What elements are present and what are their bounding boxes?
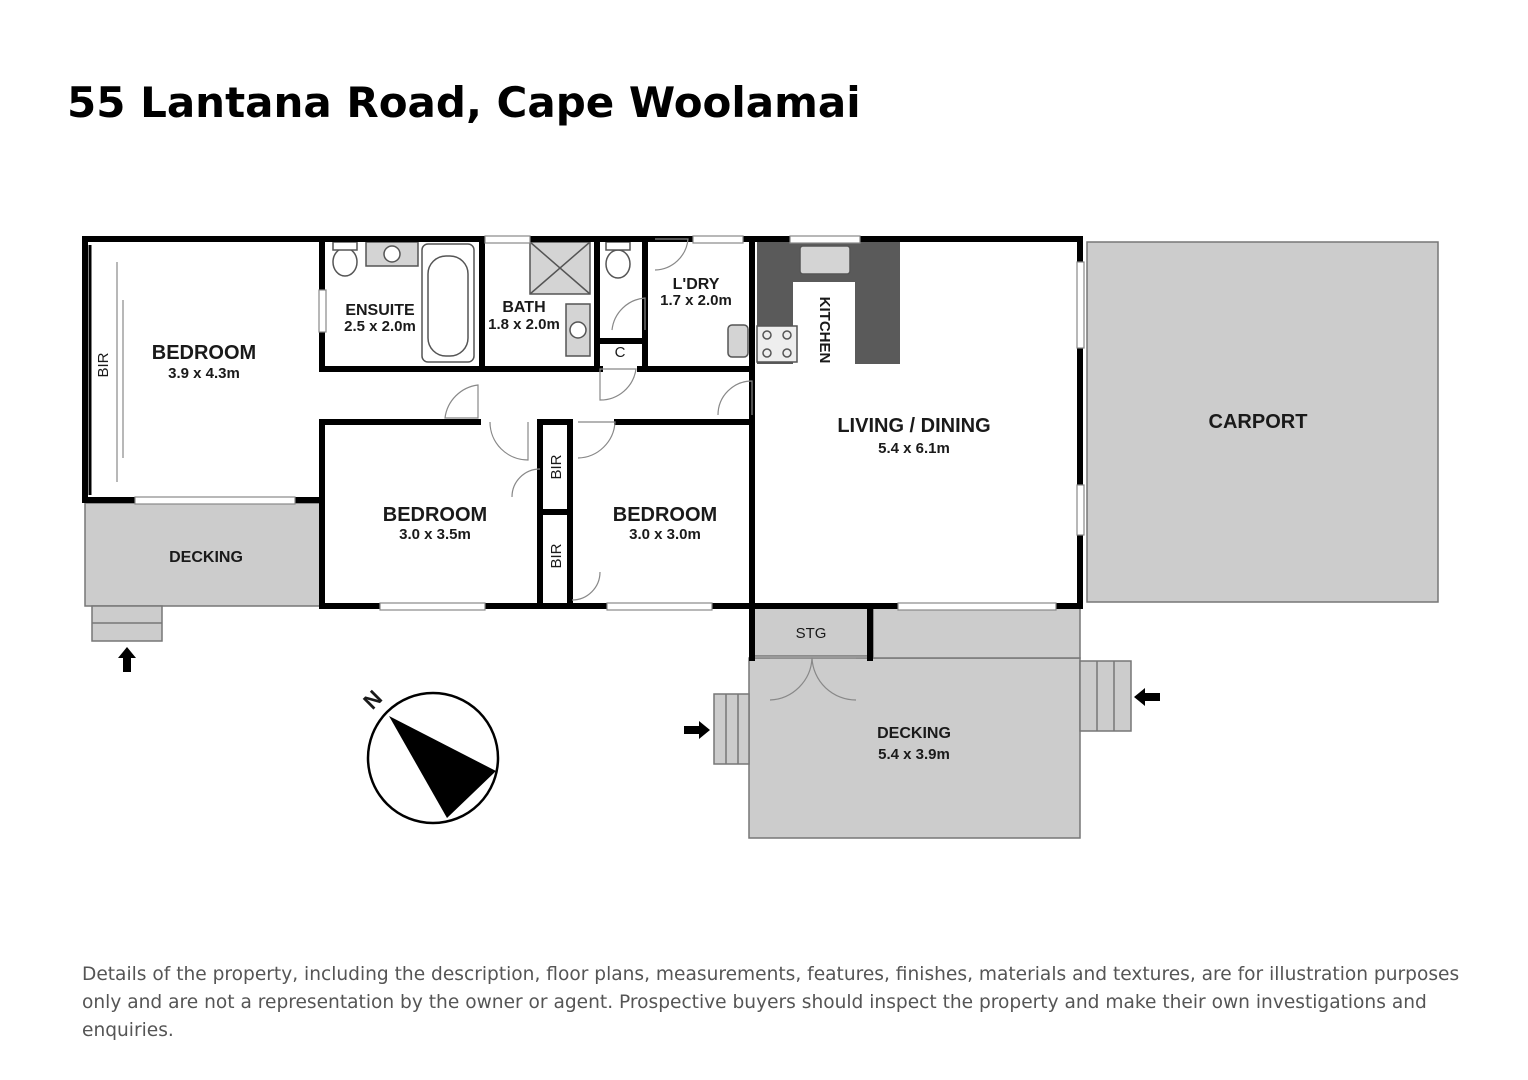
kitchen-sink [799, 245, 851, 275]
bath-size: 1.8 x 2.0m [488, 316, 560, 333]
steps-rear-right [1079, 660, 1132, 732]
outdoor-areas [84, 241, 1439, 839]
bath-name: BATH [502, 299, 545, 316]
patio-area [872, 607, 1081, 659]
page-title: 55 Lantana Road, Cape Woolamai [67, 78, 861, 127]
living-size: 5.4 x 6.1m [878, 440, 950, 457]
bir-main-label: BIR [95, 352, 112, 377]
cupboard-label: C [615, 344, 626, 361]
disclaimer-text: Details of the property, including the d… [82, 964, 1460, 1041]
carport-area [1086, 241, 1439, 603]
steps-rear-left [713, 693, 750, 765]
laundry-name: L'DRY [673, 276, 720, 293]
decking-rear-size: 5.4 x 3.9m [878, 746, 950, 763]
stg-area [751, 607, 869, 657]
ensuite-name: ENSUITE [345, 302, 415, 319]
decking-rear-area [748, 657, 1081, 839]
ensuite-toilet [332, 247, 358, 277]
laundry-size: 1.7 x 2.0m [660, 292, 732, 309]
bedroom-3-size: 3.0 x 3.0m [629, 526, 701, 543]
ensuite-size: 2.5 x 2.0m [344, 318, 416, 335]
decking-rear-name: DECKING [877, 725, 951, 742]
laundry-tub [727, 324, 749, 358]
arrow-up-icon [118, 647, 136, 672]
door-swings [116, 238, 857, 701]
storage-label: STG [796, 625, 827, 642]
decking-left-label: DECKING [169, 549, 243, 566]
entry-arrows [118, 647, 1160, 739]
compass-north-label: N [358, 685, 387, 714]
fixtures [332, 241, 749, 363]
laundry-toilet [605, 249, 631, 279]
bedroom-2-name: BEDROOM [383, 504, 487, 526]
living-name: LIVING / DINING [837, 415, 990, 437]
kitchen-label: KITCHEN [816, 297, 833, 364]
bedroom-2-size: 3.0 x 3.5m [399, 526, 471, 543]
arrow-right-icon [684, 721, 710, 739]
bedroom-main-size: 3.9 x 4.3m [168, 365, 240, 382]
carport-label: CARPORT [1209, 411, 1308, 433]
compass: N [358, 685, 500, 825]
room-labels: BEDROOM 3.9 x 4.3m BIR ENSUITE 2.5 x 2.0… [95, 276, 1307, 763]
arrow-left-icon [1134, 688, 1160, 706]
step-lines [92, 622, 1115, 764]
bir-3-label: BIR [548, 543, 565, 568]
bedroom-3-name: BEDROOM [613, 504, 717, 526]
bedroom-main-name: BEDROOM [152, 342, 256, 364]
cooktop [756, 325, 798, 363]
compass-needle-icon [389, 716, 496, 818]
bir-2-label: BIR [548, 454, 565, 479]
windows [134, 235, 1085, 611]
